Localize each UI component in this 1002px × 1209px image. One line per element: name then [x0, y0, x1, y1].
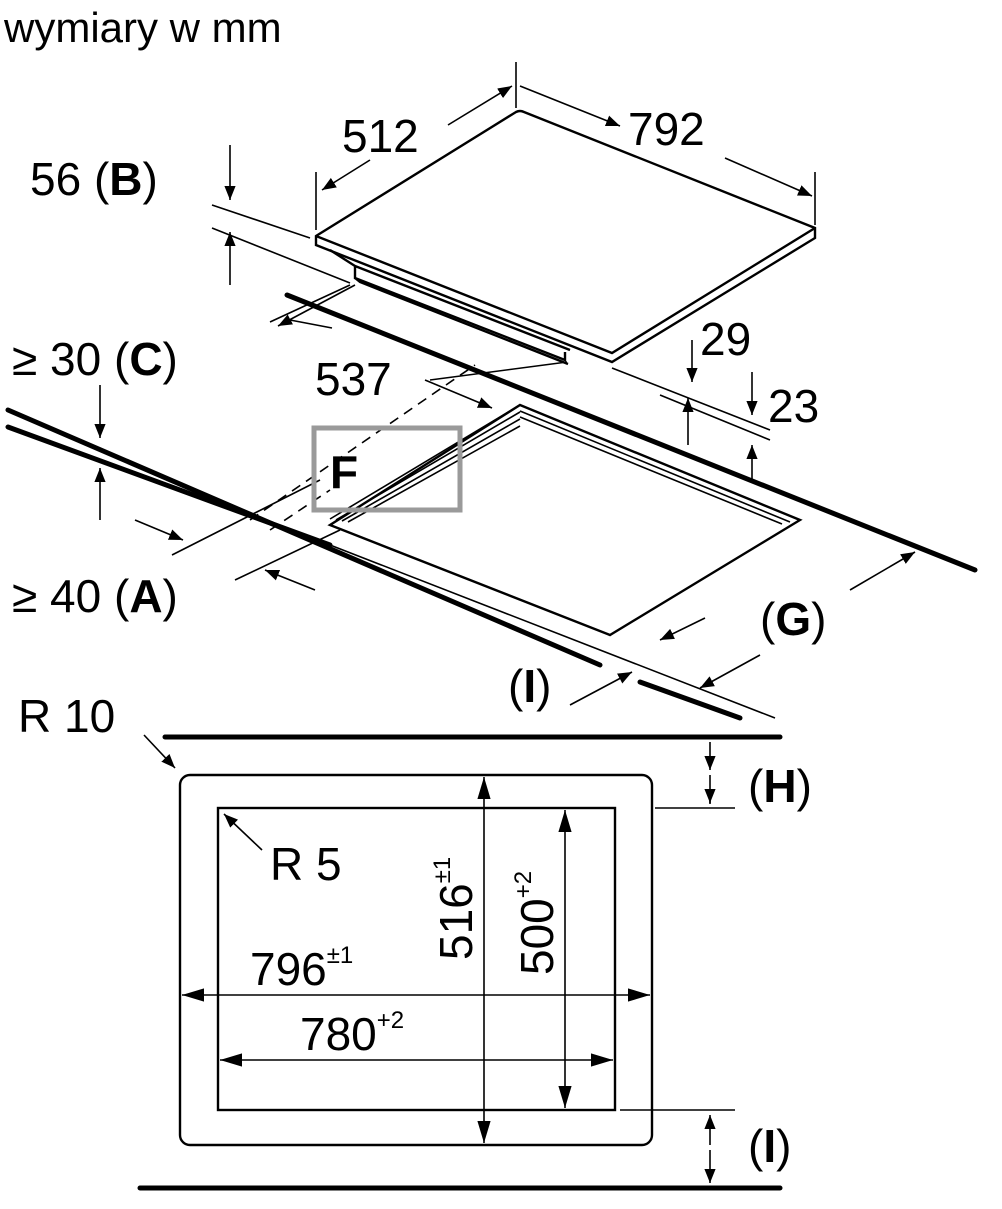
- depth-inner-tolerance: +2: [510, 871, 537, 898]
- hob-drawing: [314, 109, 817, 366]
- dim-537-label: 537: [315, 353, 392, 405]
- dim-29-label: 29: [700, 313, 751, 365]
- min-c-letter: C: [129, 333, 162, 385]
- depth-inner-label: 500+2: [510, 871, 563, 975]
- dim-23-label: 23: [768, 380, 819, 432]
- min-a-letter: A: [129, 570, 162, 622]
- i-label-top: (I): [508, 660, 551, 712]
- i-label-bottom: (I): [748, 1120, 791, 1172]
- width-outer-tolerance: ±1: [327, 942, 354, 969]
- width-inner-tolerance: +2: [377, 1007, 404, 1034]
- i-letter-top: I: [523, 660, 536, 712]
- h-label: (H): [748, 760, 812, 812]
- worktop-dimensions: [94, 385, 916, 706]
- hob-height-value: 56: [30, 153, 81, 205]
- i-letter-bottom: I: [763, 1120, 776, 1172]
- width-outer-value: 796: [250, 943, 327, 995]
- g-letter: G: [775, 593, 811, 645]
- cutout-plan: [137, 734, 783, 1191]
- h-letter: H: [763, 760, 796, 812]
- min-a-value: ≥ 40: [12, 570, 101, 622]
- worktop-drawing: [5, 292, 978, 721]
- g-label: (G): [760, 593, 826, 645]
- depth-outer-tolerance: ±1: [429, 857, 456, 884]
- min-distance-c-label: ≥ 30 (C): [12, 333, 178, 385]
- r10-label: R 10: [18, 690, 115, 742]
- hob-depth-label: 512: [342, 110, 419, 162]
- depth-outer-label: 516±1: [429, 857, 482, 960]
- r5-label: R 5: [270, 838, 342, 890]
- hob-width-label: 792: [628, 103, 705, 155]
- width-inner-label: 780+2: [300, 1007, 404, 1060]
- detail-f-frame: [311, 425, 463, 513]
- depth-inner-value: 500: [511, 898, 563, 975]
- min-c-value: ≥ 30: [12, 333, 101, 385]
- depth-outer-value: 516: [430, 883, 482, 960]
- hob-height-letter: B: [109, 153, 142, 205]
- width-outer-label: 796±1: [250, 942, 353, 995]
- hob-dimensions: [211, 62, 816, 480]
- diagram-title: wymiary w mm: [3, 4, 282, 51]
- width-inner-value: 780: [300, 1008, 377, 1060]
- min-distance-a-label: ≥ 40 (A): [12, 570, 178, 622]
- hob-height-label: 56 (B): [30, 153, 158, 205]
- detail-f-label: F: [330, 446, 358, 498]
